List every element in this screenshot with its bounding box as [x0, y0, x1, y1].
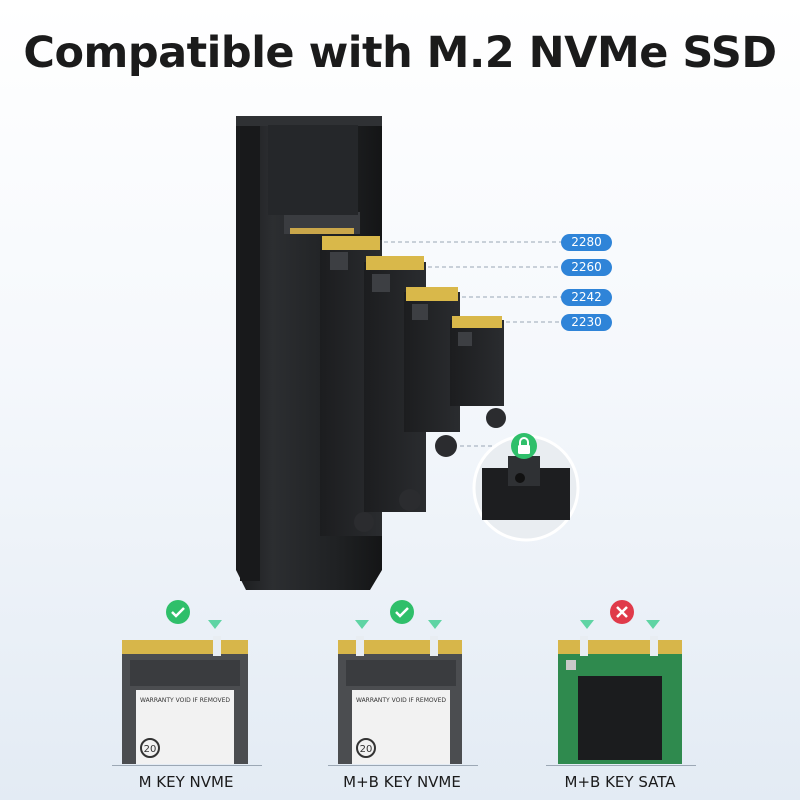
ssd-2230-stick	[450, 316, 506, 428]
size-label-2242: 2242	[561, 289, 612, 306]
page-title: Compatible with M.2 NVMe SSD	[23, 28, 777, 78]
check-circle-icon	[166, 600, 190, 624]
size-label-2260: 2260	[561, 259, 612, 276]
card-label-mb-key-sata: M+B KEY SATA	[564, 773, 676, 791]
card-label-mb-key-nvme: M+B KEY NVME	[343, 773, 461, 791]
screw-zoom-inset	[472, 434, 580, 542]
sticker-number: 20	[360, 744, 373, 755]
mb-key-sata-ssd	[558, 636, 682, 764]
notch-indicator-icons	[208, 620, 660, 629]
mb-key-nvme-ssd: WARRANTY VOID IF REMOVED 20	[338, 636, 462, 764]
card-divider	[112, 765, 262, 766]
card-label-m-key-nvme: M KEY NVME	[138, 773, 234, 791]
x-circle-icon	[610, 600, 634, 624]
sticker-warranty-text: WARRANTY VOID IF REMOVED	[356, 697, 446, 704]
card-divider	[546, 765, 696, 766]
size-guide-lines	[384, 241, 561, 447]
sticker-number: 20	[144, 744, 157, 755]
card-divider	[328, 765, 478, 766]
m-key-nvme-ssd: WARRANTY VOID IF REMOVED 20	[122, 636, 248, 764]
check-circle-icon	[390, 600, 414, 624]
sticker-warranty-text: WARRANTY VOID IF REMOVED	[140, 697, 230, 704]
size-label-2230: 2230	[561, 314, 612, 331]
enclosure-illustration	[236, 116, 580, 590]
size-label-2280: 2280	[561, 234, 612, 251]
